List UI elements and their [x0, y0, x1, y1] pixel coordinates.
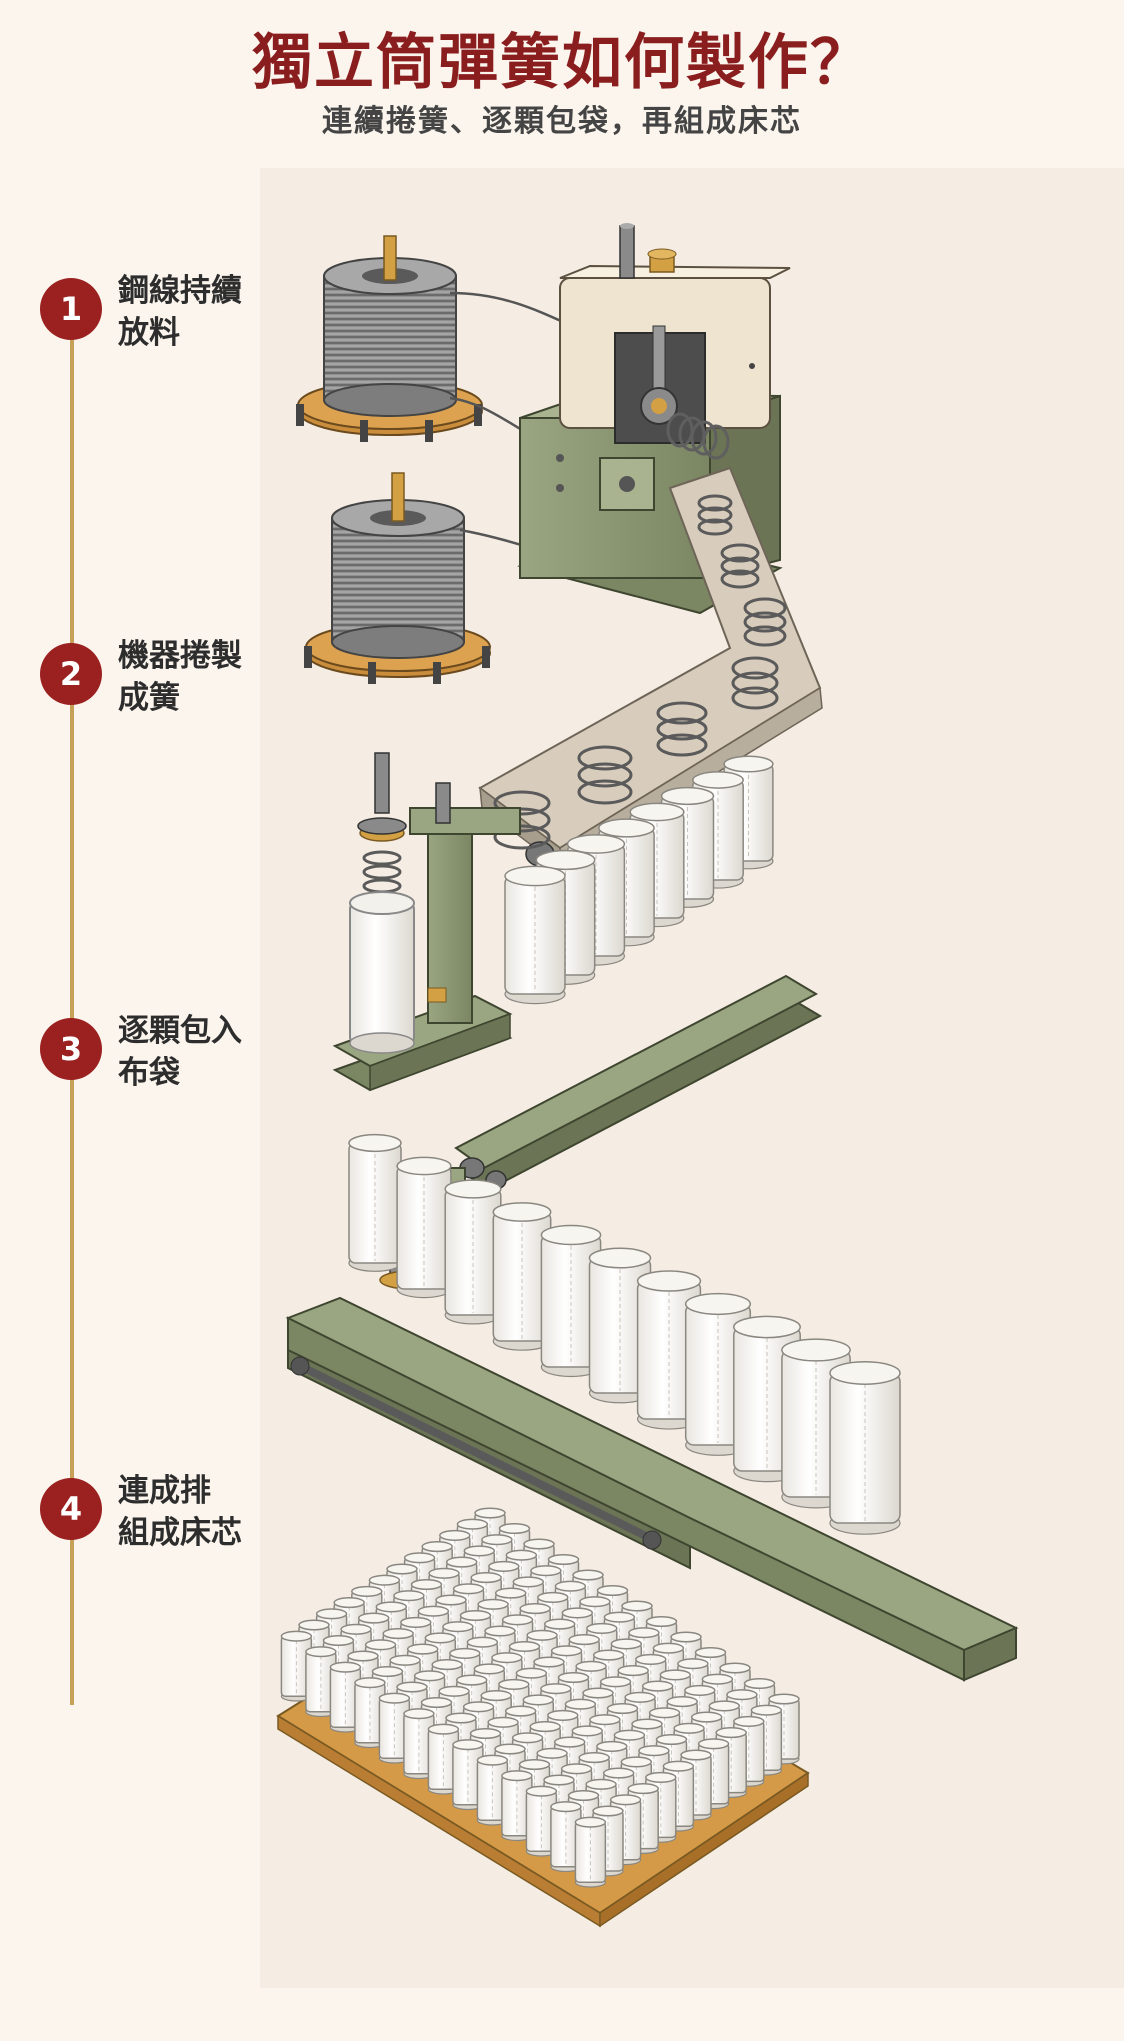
pocketed-spring-row	[454, 974, 823, 1192]
pocketed-spring	[588, 1247, 652, 1404]
pocketed-spring	[636, 1270, 702, 1430]
page-title: 獨立筒彈簧如何製作？	[252, 28, 872, 98]
pocketed-spring	[504, 865, 566, 1005]
step-3-label-line2: 布袋	[118, 1055, 180, 1091]
core-pocketed-spring	[329, 1661, 362, 1733]
step-1-label-line1: 鋼線持續	[118, 273, 242, 309]
core-pocketed-spring	[476, 1754, 509, 1826]
step-4: 4 連成排 組成床芯	[40, 1470, 270, 1570]
step-1-label: 鋼線持續 放料	[118, 270, 268, 354]
step-4-badge: 4	[40, 1478, 102, 1540]
step-4-label: 連成排 組成床芯	[118, 1470, 268, 1554]
step-2-label: 機器捲製 成簧	[118, 635, 268, 719]
step-3-badge: 3	[40, 1018, 102, 1080]
pocketed-spring	[829, 1361, 901, 1535]
step-4-label-line1: 連成排	[118, 1473, 211, 1509]
process-illustration	[276, 223, 1019, 1928]
mattress-core-springs	[280, 1507, 800, 1888]
pocketed-springs-row-2	[348, 1133, 901, 1535]
pocketed-spring	[396, 1156, 452, 1299]
core-pocketed-spring	[525, 1785, 558, 1857]
wire-spool-bottom	[304, 472, 491, 684]
core-pocketed-spring	[501, 1770, 533, 1842]
core-pocketed-spring	[280, 1630, 313, 1702]
core-pocketed-spring	[550, 1801, 582, 1873]
core-pocketed-spring	[574, 1816, 607, 1888]
pocketed-spring	[540, 1224, 602, 1378]
pocketed-spring	[444, 1179, 502, 1325]
step-1: 1 鋼線持續 放料	[40, 270, 270, 370]
pocketed-spring	[348, 1133, 402, 1272]
step-3: 3 逐顆包入 布袋	[40, 1010, 270, 1110]
step-2: 2 機器捲製 成簧	[40, 635, 270, 735]
wire-spool-top	[296, 235, 483, 442]
core-pocketed-spring	[452, 1739, 484, 1811]
page-subtitle: 連續捲簧、逐顆包袋，再組成床芯	[322, 104, 802, 139]
core-pocketed-spring	[403, 1708, 435, 1780]
step-2-badge: 2	[40, 643, 102, 705]
step-2-label-line2: 成簧	[118, 680, 180, 716]
step-3-label-line1: 逐顆包入	[118, 1013, 242, 1049]
coil-springs-on-belt	[493, 494, 787, 850]
step-3-label: 逐顆包入 布袋	[118, 1010, 268, 1094]
pocketed-springs-row-1	[504, 755, 774, 1005]
step-2-label-line1: 機器捲製	[118, 638, 242, 674]
pocketing-station	[332, 752, 521, 1092]
core-pocketed-spring	[305, 1646, 337, 1718]
step-1-label-line2: 放料	[118, 315, 180, 351]
step-4-label-line2: 組成床芯	[118, 1515, 242, 1551]
core-pocketed-spring	[354, 1677, 386, 1749]
step-1-badge: 1	[40, 278, 102, 340]
